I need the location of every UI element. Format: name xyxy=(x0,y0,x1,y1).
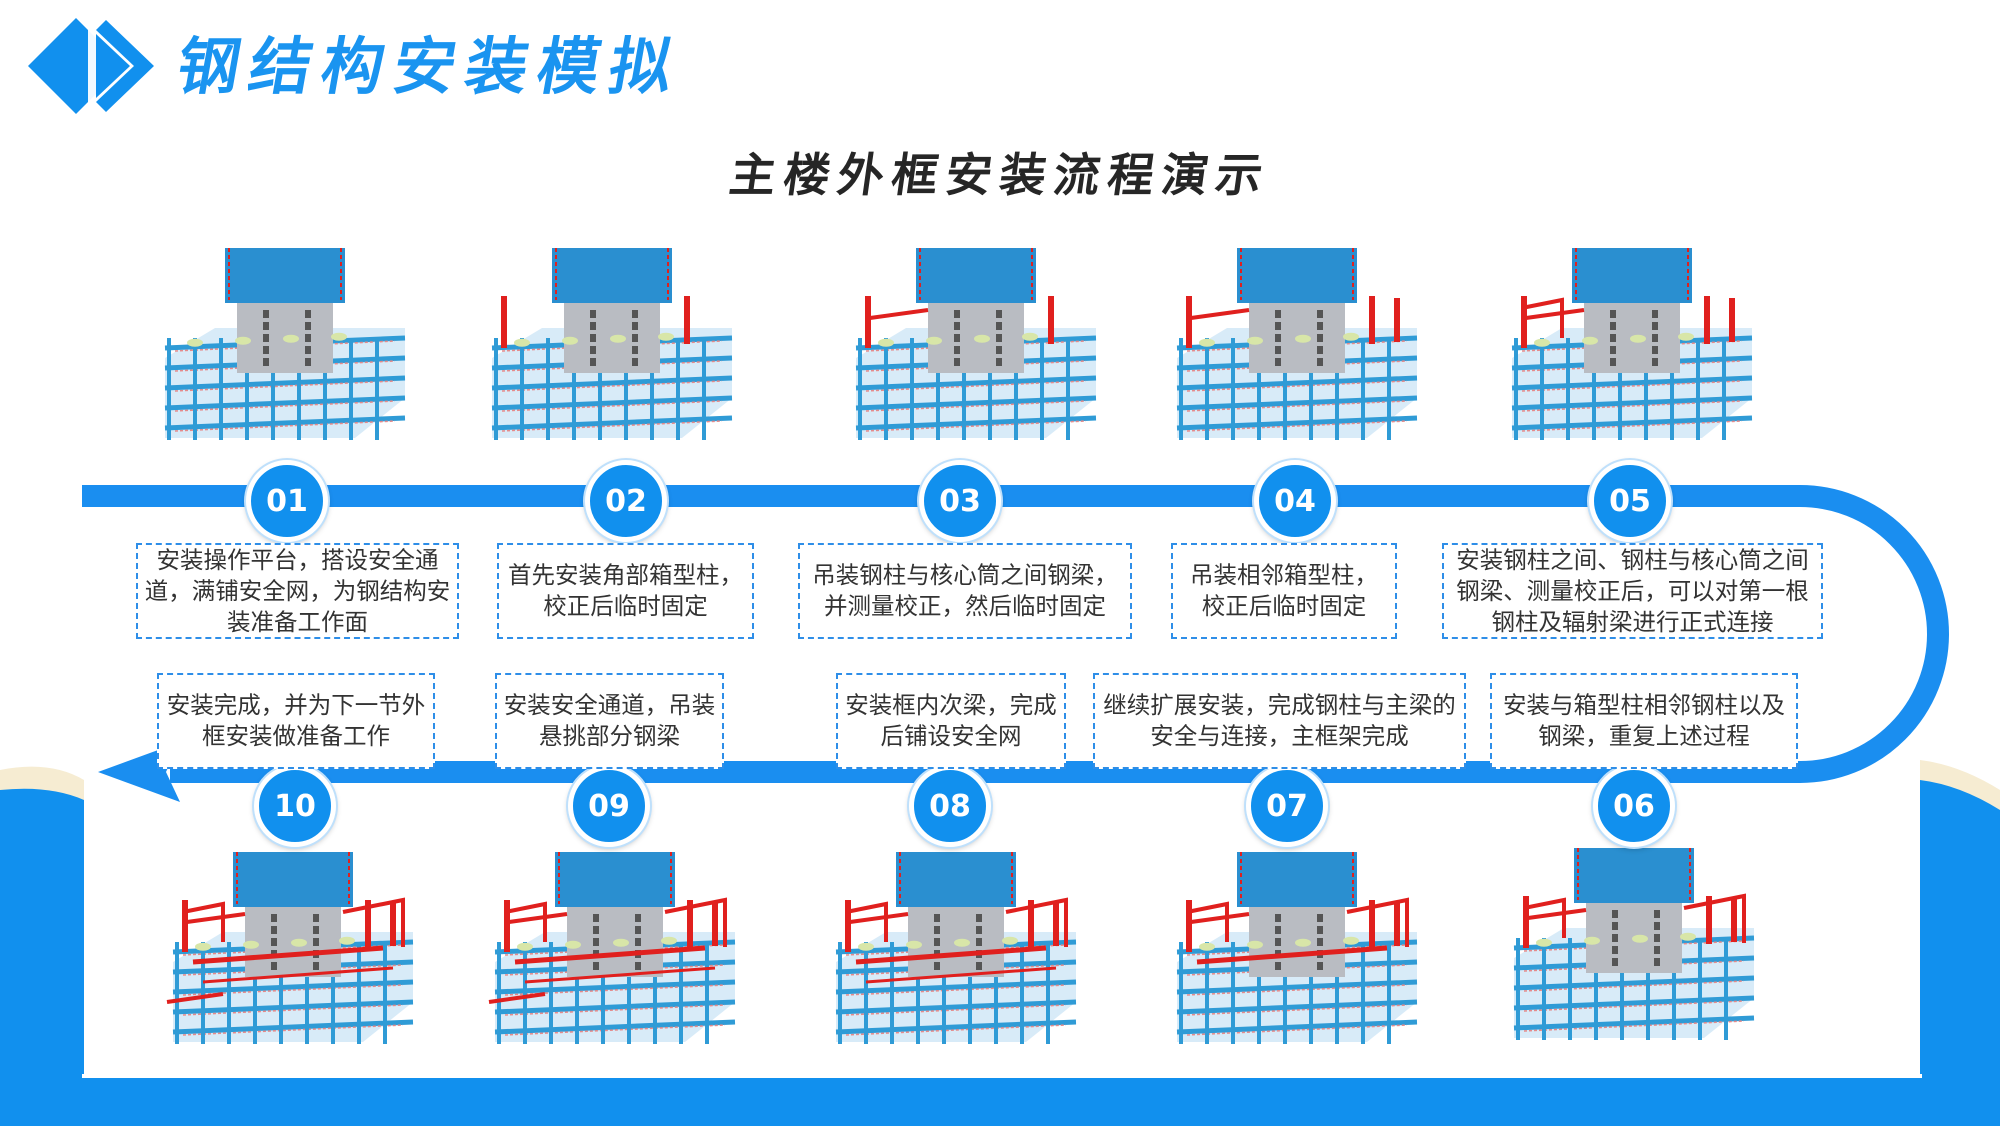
steel-model-step-04 xyxy=(1176,248,1418,440)
step-desc-07: 继续扩展安装，完成钢柱与主梁的安全与连接，主框架完成 xyxy=(1093,673,1466,769)
step-desc-09: 安装安全通道，吊装悬挑部分钢梁 xyxy=(495,673,724,769)
steel-model-step-08 xyxy=(835,852,1077,1044)
step-desc-10: 安装完成，并为下一节外框安装做准备工作 xyxy=(157,673,435,769)
app-title: 钢结构安装模拟 xyxy=(171,30,689,103)
steel-model-step-03 xyxy=(855,248,1097,440)
step-badge-10: 10 xyxy=(254,765,336,847)
step-badge-05: 05 xyxy=(1589,460,1671,542)
step-desc-05: 安装钢柱之间、钢柱与核心筒之间钢梁、测量校正后，可以对第一根钢柱及辐射梁进行正式… xyxy=(1442,543,1823,639)
step-badge-08: 08 xyxy=(909,765,991,847)
page-subtitle: 主楼外框安装流程演示 xyxy=(726,148,1274,202)
steel-model-step-02 xyxy=(491,248,733,440)
step-badge-01: 01 xyxy=(246,460,328,542)
step-desc-01: 安装操作平台，搭设安全通道，满铺安全网，为钢结构安装准备工作面 xyxy=(136,543,459,639)
brand-logo-icon xyxy=(28,18,154,114)
steel-model-step-06 xyxy=(1513,848,1755,1040)
step-desc-08: 安装框内次梁，完成后铺设安全网 xyxy=(836,673,1066,769)
step-badge-02: 02 xyxy=(585,460,667,542)
step-badge-07: 07 xyxy=(1246,765,1328,847)
step-badge-04: 04 xyxy=(1254,460,1336,542)
step-desc-02: 首先安装角部箱型柱，校正后临时固定 xyxy=(497,543,754,639)
step-badge-03: 03 xyxy=(919,460,1001,542)
steel-model-step-10 xyxy=(166,852,414,1044)
step-badge-09: 09 xyxy=(568,765,650,847)
step-desc-06: 安装与箱型柱相邻钢柱以及钢梁，重复上述过程 xyxy=(1490,673,1798,769)
steel-model-step-07 xyxy=(1176,852,1418,1044)
step-desc-03: 吊装钢柱与核心筒之间钢梁，并测量校正，然后临时固定 xyxy=(798,543,1132,639)
steel-model-step-09 xyxy=(488,852,736,1044)
steel-model-step-05 xyxy=(1511,248,1753,440)
step-badge-06: 06 xyxy=(1593,765,1675,847)
step-desc-04: 吊装相邻箱型柱，校正后临时固定 xyxy=(1171,543,1397,639)
steel-model-step-01 xyxy=(164,248,406,440)
